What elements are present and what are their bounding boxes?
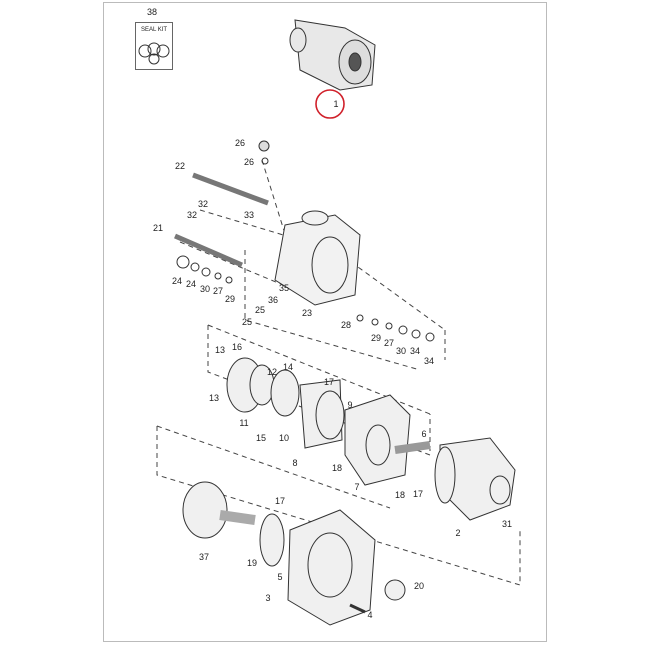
part-label: 16 <box>231 342 243 352</box>
part-label: 28 <box>340 320 352 330</box>
part-label: 4 <box>367 610 373 620</box>
part-label: 2 <box>455 528 461 538</box>
part-label: 17 <box>412 489 424 499</box>
part-label: 32 <box>186 210 198 220</box>
part-label: 17 <box>323 377 335 387</box>
part-label: 31 <box>501 519 513 529</box>
part-label: 33 <box>243 210 255 220</box>
part-label: 25 <box>254 305 266 315</box>
part-label: 23 <box>301 308 313 318</box>
part-label: 24 <box>185 279 197 289</box>
part-label: 32 <box>197 199 209 209</box>
seal-kit-box: SEAL KIT <box>135 22 173 70</box>
part-number-38: 38 <box>146 7 158 17</box>
part-label: 6 <box>421 429 427 439</box>
part-label: 9 <box>347 400 353 410</box>
part-label: 14 <box>282 362 294 372</box>
part-label: 37 <box>198 552 210 562</box>
part-label: 34 <box>409 346 421 356</box>
o-rings-icon <box>138 42 170 65</box>
end-cap-housing <box>274 210 361 306</box>
part-label: 29 <box>370 333 382 343</box>
part-label: 10 <box>278 433 290 443</box>
part-label: 24 <box>171 276 183 286</box>
part-label: 17 <box>274 496 286 506</box>
part-label: 20 <box>413 581 425 591</box>
part-label: 26 <box>243 157 255 167</box>
gerotor-section <box>226 357 516 521</box>
part-label: 12 <box>266 367 278 377</box>
part-label: 5 <box>277 572 283 582</box>
part-label: 13 <box>208 393 220 403</box>
part-label: 3 <box>265 593 271 603</box>
part-label: 34 <box>423 356 435 366</box>
part-label: 19 <box>246 558 258 568</box>
small-rings <box>176 255 435 342</box>
part-label: 30 <box>395 346 407 356</box>
part-label: 11 <box>239 418 249 428</box>
part-label: 22 <box>174 161 186 171</box>
part-label: 18 <box>331 463 343 473</box>
part-label: 35 <box>278 283 290 293</box>
highlight-circle <box>315 89 345 119</box>
part-label: 21 <box>152 223 164 233</box>
motor-assembly-icon <box>289 19 376 91</box>
part-label: 30 <box>199 284 211 294</box>
part-label: 36 <box>267 295 279 305</box>
part-label: 25 <box>241 317 253 327</box>
part-label: 18 <box>394 490 406 500</box>
part-label: 13 <box>214 345 226 355</box>
seal-kit-label: SEAL KIT <box>140 27 168 33</box>
part-label: 26 <box>234 138 246 148</box>
part-label: 1 <box>333 99 339 109</box>
part-label: 27 <box>212 286 224 296</box>
part-label: 8 <box>292 458 298 468</box>
part-label: 7 <box>354 482 360 492</box>
part-label: 29 <box>224 294 236 304</box>
bolt-parts <box>174 140 270 268</box>
part-label: 15 <box>255 433 267 443</box>
part-label: 27 <box>383 338 395 348</box>
output-section <box>182 481 406 626</box>
